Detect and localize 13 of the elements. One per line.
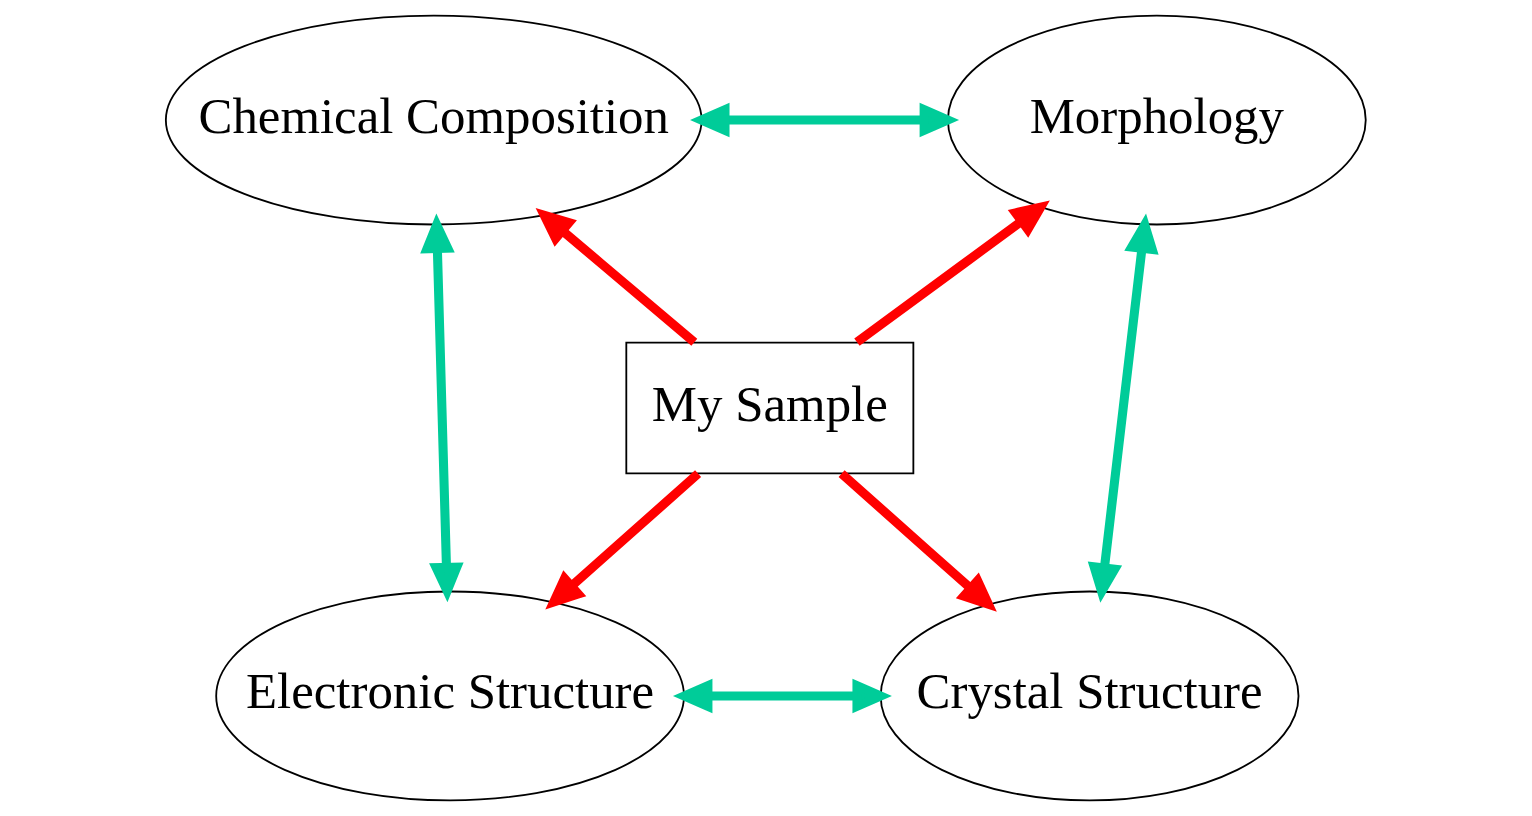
arrow xyxy=(545,470,702,610)
node-ellipse: Chemical Composition xyxy=(164,14,703,226)
arrow xyxy=(535,208,698,346)
arrow xyxy=(838,470,997,612)
arrow xyxy=(690,102,960,138)
arrow xyxy=(420,213,464,603)
arrow xyxy=(1087,213,1159,603)
arrow xyxy=(854,200,1050,346)
node-ellipse: Electronic Structure xyxy=(215,590,685,802)
node-box: My Sample xyxy=(625,341,915,475)
node-ellipse: Crystal Structure xyxy=(879,590,1300,802)
arrow xyxy=(672,678,892,714)
node-ellipse: Morphology xyxy=(946,14,1367,226)
